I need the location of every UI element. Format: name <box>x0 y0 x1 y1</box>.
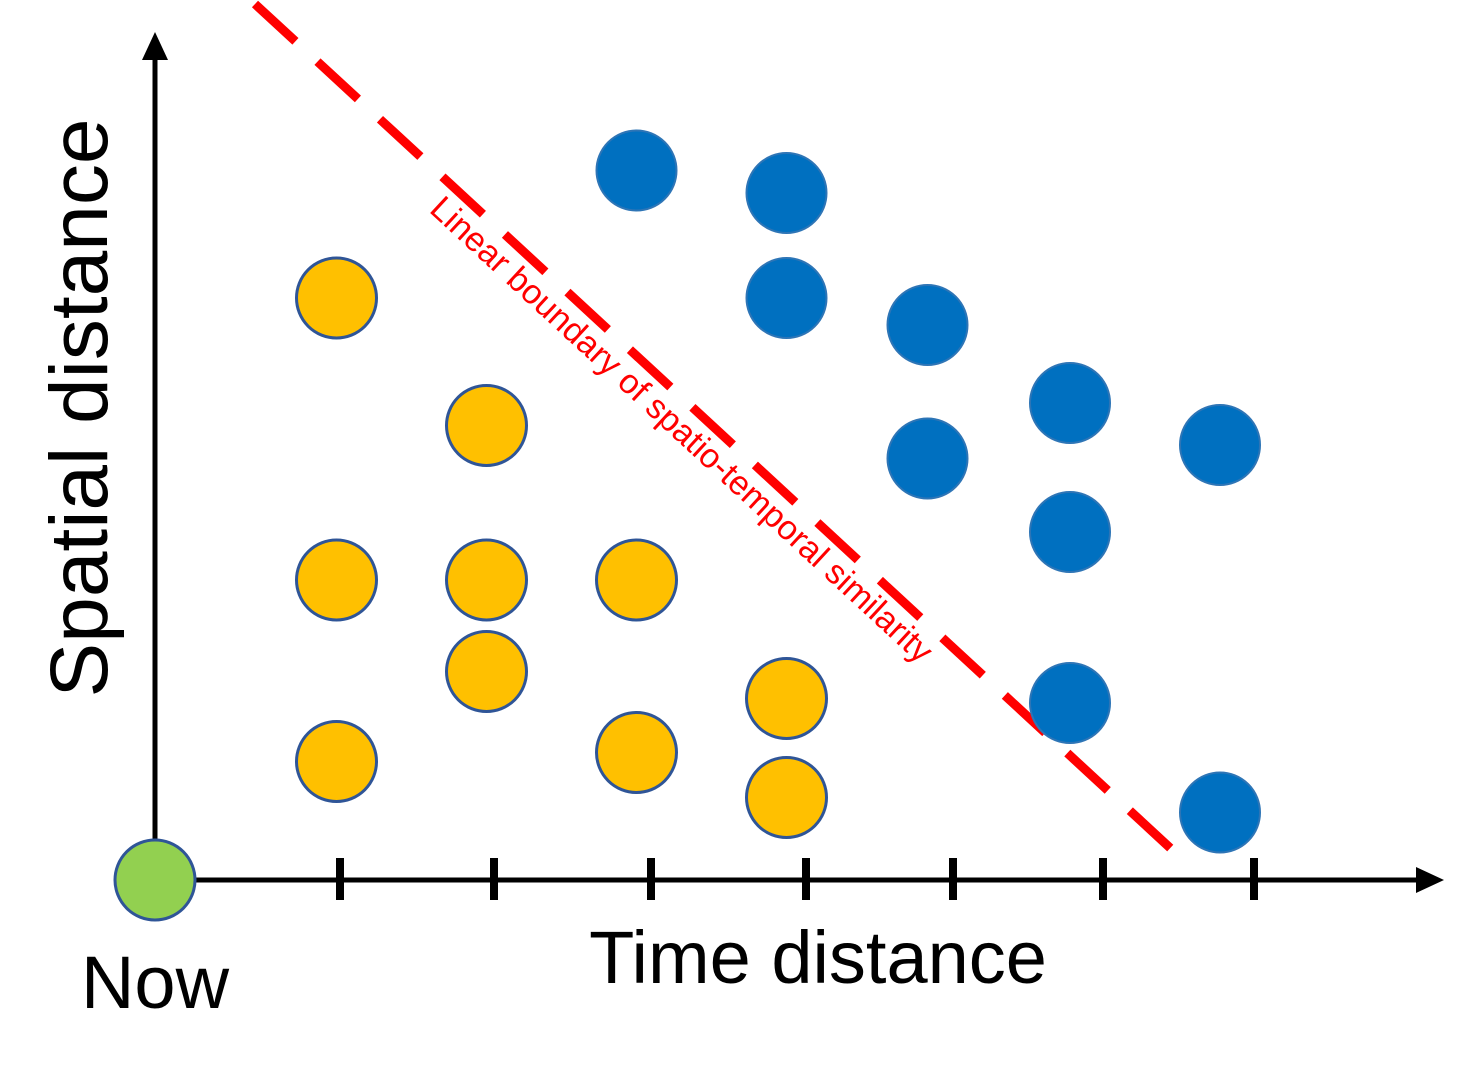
far-sample-point <box>1029 662 1111 744</box>
points-layer <box>295 129 1261 854</box>
near-sample-point <box>295 256 378 340</box>
x-axis-ticks <box>336 858 1258 900</box>
far-sample-point <box>745 152 828 234</box>
near-sample-point <box>445 384 528 467</box>
near-sample-point <box>445 538 528 622</box>
far-sample-point <box>745 257 828 339</box>
near-sample-point <box>295 720 378 803</box>
far-sample-point <box>1179 771 1261 854</box>
axes <box>142 32 1444 900</box>
near-sample-point <box>745 657 828 740</box>
far-sample-point <box>1179 404 1261 486</box>
near-sample-point <box>295 538 378 622</box>
far-sample-point <box>1029 491 1111 573</box>
x-axis-label: Time distance <box>589 916 1047 999</box>
x-axis-arrowhead <box>1416 867 1444 893</box>
near-sample-point <box>445 630 528 713</box>
linear-boundary-line <box>251 0 1184 861</box>
far-sample-point <box>1029 362 1111 444</box>
far-sample-point <box>886 417 969 500</box>
origin-label-now: Now <box>81 941 230 1024</box>
far-sample-point <box>886 284 969 366</box>
near-sample-point <box>595 538 678 622</box>
origin-point-now <box>113 838 197 922</box>
near-sample-point <box>595 711 678 794</box>
near-sample-point <box>745 756 828 839</box>
y-axis-label: Spatial distance <box>34 119 125 698</box>
far-sample-point <box>595 129 678 212</box>
boundary-layer <box>251 0 1184 861</box>
y-axis-arrowhead <box>142 32 168 60</box>
